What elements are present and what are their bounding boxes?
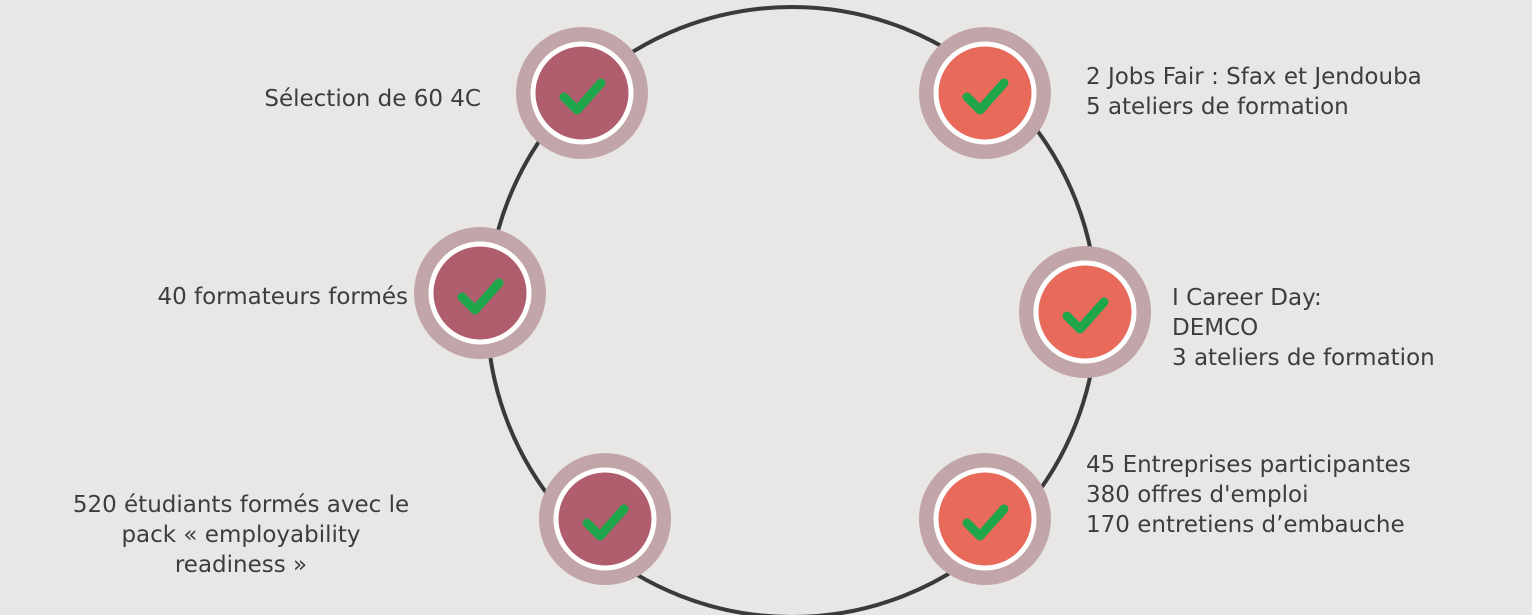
label-line: 5 ateliers de formation	[1086, 94, 1349, 120]
check-icon	[457, 278, 504, 315]
label-line: 170 entretiens d’embauche	[1086, 512, 1405, 538]
check-icon	[962, 78, 1009, 115]
label-line: DEMCO	[1172, 315, 1259, 341]
node-n1	[516, 27, 648, 159]
node-disk	[933, 41, 1037, 145]
label-n6: 45 Entreprises participantes 380 offres …	[1086, 450, 1411, 540]
label-n4: 2 Jobs Fair : Sfax et Jendouba 5 atelier…	[1086, 62, 1422, 122]
label-line: Sélection de 60 4C	[264, 86, 481, 112]
node-disk	[1033, 260, 1137, 364]
label-line: 380 offres d'emploi	[1086, 482, 1309, 508]
node-disk	[428, 241, 532, 345]
label-n1: Sélection de 60 4C	[264, 84, 481, 114]
node-n3	[539, 453, 671, 585]
label-line: 3 ateliers de formation	[1172, 345, 1435, 371]
label-line: I Career Day:	[1172, 285, 1322, 311]
label-line: readiness »	[174, 552, 308, 578]
label-n5: I Career Day: DEMCO 3 ateliers de format…	[1172, 283, 1435, 373]
label-line: 2 Jobs Fair : Sfax et Jendouba	[1086, 64, 1422, 90]
label-n2: 40 formateurs formés	[157, 282, 408, 312]
label-line: 40 formateurs formés	[157, 284, 408, 310]
check-icon	[962, 504, 1009, 541]
check-icon	[582, 504, 629, 541]
node-n6	[919, 453, 1051, 585]
node-n5	[1019, 246, 1151, 378]
node-n4	[919, 27, 1051, 159]
node-disk	[553, 467, 657, 571]
label-line: pack « employability	[121, 522, 361, 548]
node-disk	[530, 41, 634, 145]
node-disk	[933, 467, 1037, 571]
label-line: 520 étudiants formés avec le	[72, 492, 410, 518]
check-icon	[1062, 297, 1109, 334]
label-line: 45 Entreprises participantes	[1086, 452, 1411, 478]
node-n2	[414, 227, 546, 359]
check-icon	[559, 78, 606, 115]
label-n3: 520 étudiants formés avec le pack « empl…	[10, 490, 472, 580]
